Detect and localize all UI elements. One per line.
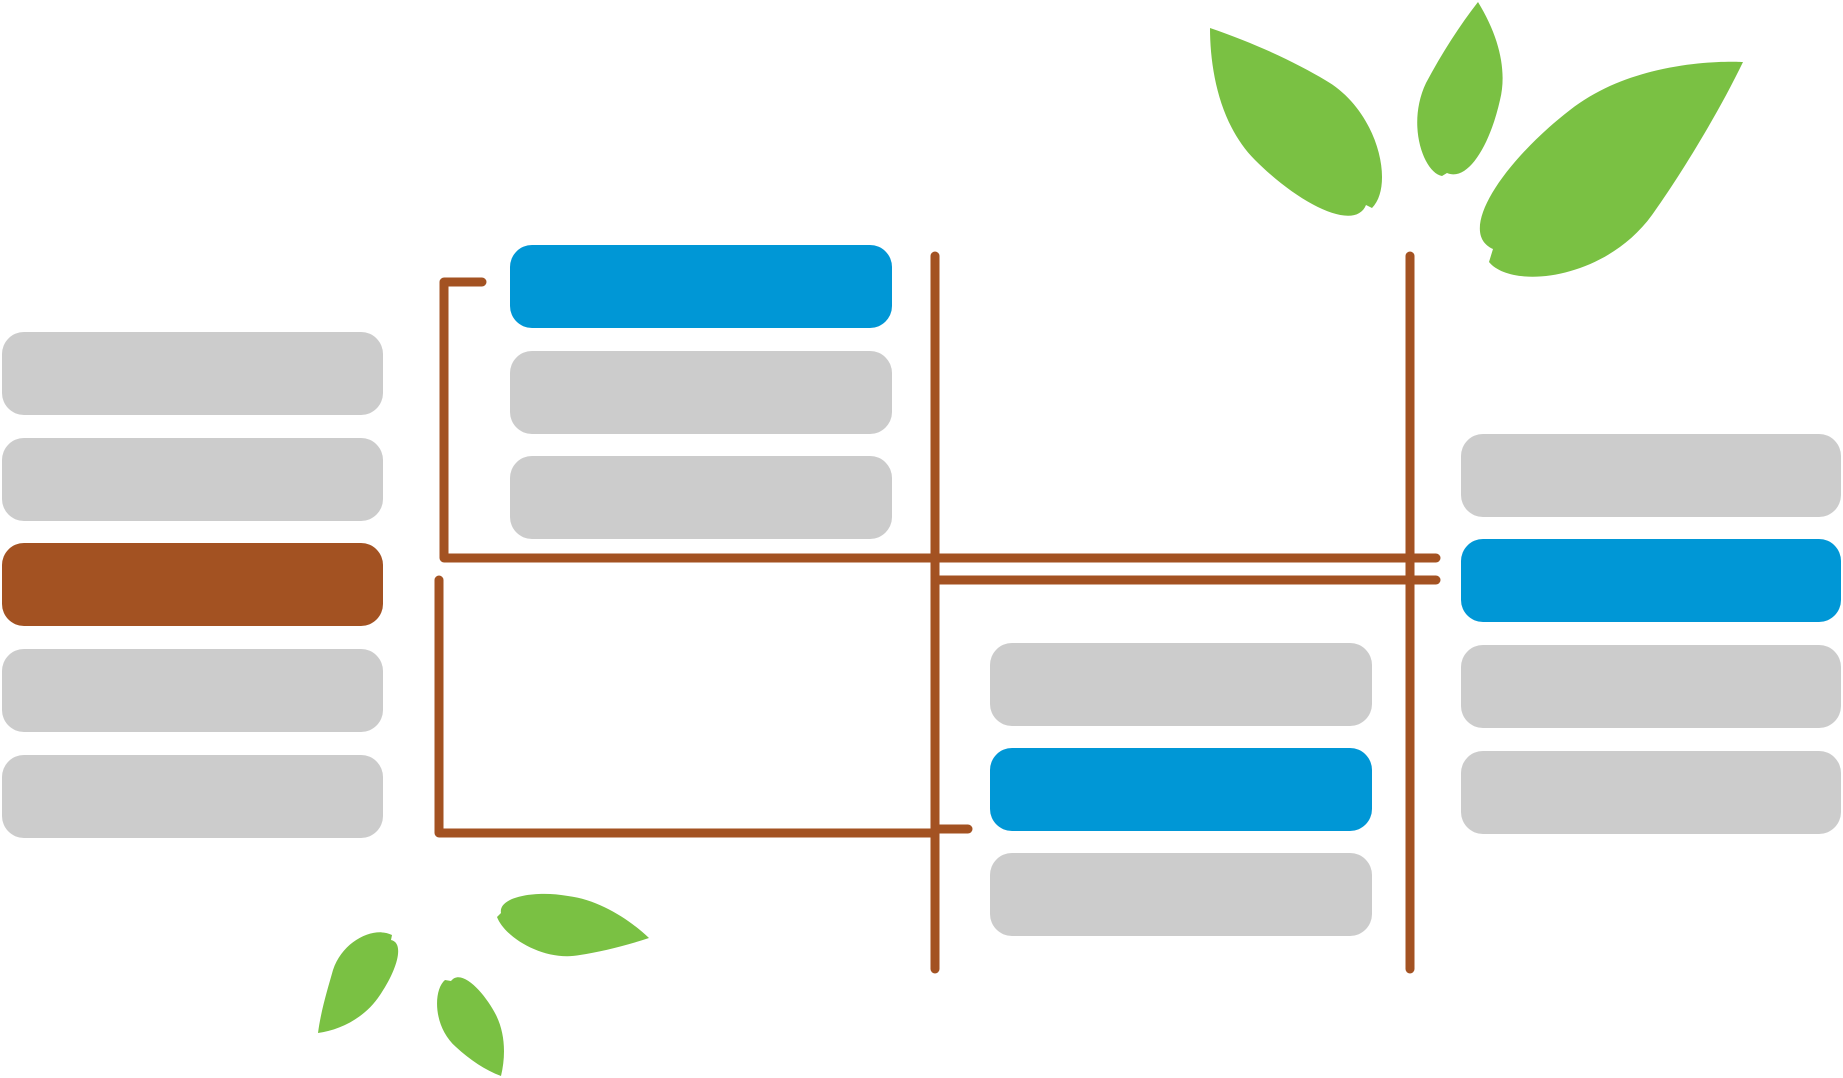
leaf-5 xyxy=(437,977,504,1076)
column-1-box-5-neutral xyxy=(2,755,383,838)
column-1-box-2-neutral xyxy=(2,438,383,521)
column-2-box-3-neutral xyxy=(510,456,892,539)
column-1-box-1-neutral xyxy=(2,332,383,415)
column-2-box-2-neutral xyxy=(510,351,892,434)
column-4-box-4-neutral xyxy=(1461,751,1841,834)
column-4-box-1-neutral xyxy=(1461,434,1841,517)
column-4-box-2-highlight xyxy=(1461,539,1841,622)
connector-col1-stem xyxy=(434,575,940,838)
column-3-box-2-highlight xyxy=(990,748,1372,831)
leaf-1 xyxy=(1210,28,1383,216)
connector-col2-top xyxy=(439,277,940,563)
column-1-box-4-neutral xyxy=(2,649,383,732)
column-4-box-3-neutral xyxy=(1461,645,1841,728)
column-2-box-1-highlight xyxy=(510,245,892,328)
column-3-box-3-neutral xyxy=(990,853,1372,936)
leaf-6 xyxy=(497,893,649,957)
leaf-4 xyxy=(318,932,399,1033)
column-3-box-1-neutral xyxy=(990,643,1372,726)
leaf-2 xyxy=(1417,2,1503,176)
leaf-3 xyxy=(1479,61,1743,277)
column-1-box-3-root xyxy=(2,543,383,626)
